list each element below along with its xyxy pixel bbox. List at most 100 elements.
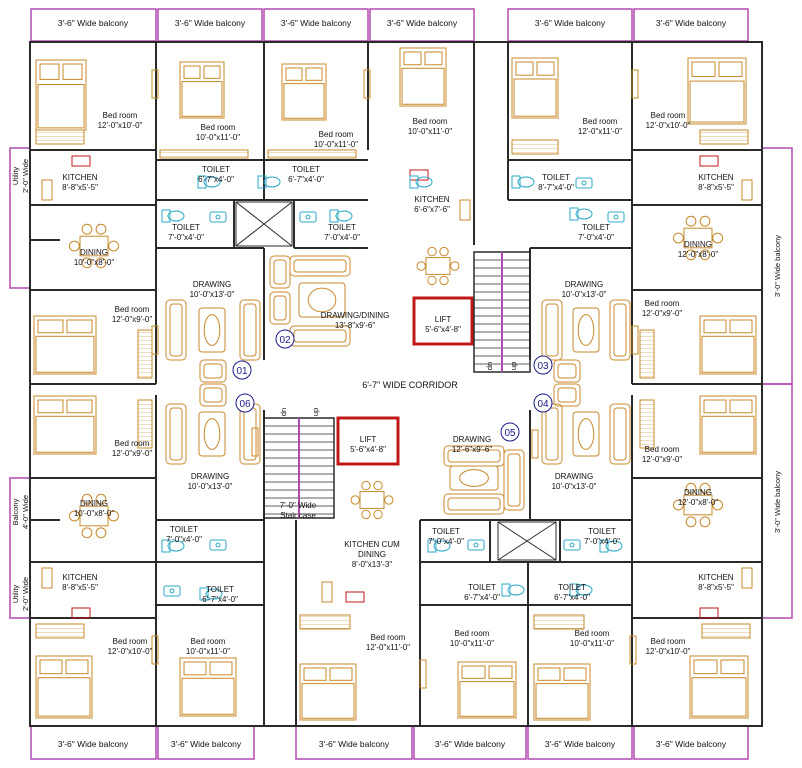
label-line: 8'-0"x13'-3" xyxy=(352,560,392,569)
stove xyxy=(409,169,429,181)
sofa-seat xyxy=(203,387,223,403)
drain xyxy=(581,180,587,186)
label-line: DRAWING/DINING xyxy=(321,311,390,320)
bed-frame xyxy=(179,657,237,717)
toilet-fixture-icon xyxy=(161,539,185,553)
balcony-label: 3'-0" Wide balcony xyxy=(773,235,782,297)
wardrobe xyxy=(699,129,749,145)
label-line: TOILET xyxy=(206,585,234,594)
blanket xyxy=(689,80,745,123)
basin xyxy=(209,211,227,223)
cistern xyxy=(257,175,267,189)
wardrobe-icon xyxy=(533,614,585,630)
table xyxy=(572,307,600,353)
bed-frame xyxy=(299,663,357,721)
bed-frame xyxy=(33,395,97,455)
wardrobe-icon xyxy=(137,399,153,449)
pillow xyxy=(183,661,207,676)
flat-number-04: 04 xyxy=(533,393,553,413)
label-line: Bed room xyxy=(651,111,686,120)
label-line: 12'-0"x8'-0" xyxy=(678,498,718,507)
label-line: KITCHEN CUM xyxy=(344,540,400,549)
bowl xyxy=(575,584,593,596)
basin-icon xyxy=(209,539,227,551)
cistern xyxy=(161,539,171,553)
sofa-body xyxy=(443,493,505,515)
door-panel xyxy=(629,635,637,665)
bowl xyxy=(415,176,433,188)
label-line: KITCHEN xyxy=(62,173,97,182)
toilet-fixture-icon xyxy=(257,175,281,189)
door-panel xyxy=(151,635,159,665)
furniture xyxy=(33,47,757,721)
table-top xyxy=(79,235,109,257)
bed-frame xyxy=(33,315,97,375)
label-line: Bed room xyxy=(371,633,406,642)
pillow xyxy=(285,67,303,81)
label-line: 12'-0"x10'-0" xyxy=(646,121,691,130)
toilet-fixture-icon xyxy=(329,209,353,223)
sofa-seat xyxy=(243,303,257,357)
balcony-label: 3'-6" Wide balcony xyxy=(171,739,242,749)
label-line: 8'-8"x5'-5" xyxy=(698,583,734,592)
pillow xyxy=(729,399,753,414)
bed-icon xyxy=(299,663,357,721)
label-line: 12'-0"x8'-0" xyxy=(678,250,718,259)
wardrobe xyxy=(35,129,85,145)
blanket xyxy=(459,681,515,717)
label-line: 2'-0" Wide xyxy=(21,577,30,611)
cistern xyxy=(599,539,609,553)
dining-table-icon xyxy=(350,480,394,520)
sofa-seat xyxy=(293,329,347,343)
stove xyxy=(699,607,719,619)
basin-icon xyxy=(607,211,625,223)
cistern xyxy=(569,583,579,597)
staircases xyxy=(263,251,531,519)
label-line: 13'-8"x9'-6" xyxy=(335,321,375,330)
chair xyxy=(699,215,711,227)
label-line: DINING xyxy=(358,550,386,559)
label-line: 10'-0"x13'-0" xyxy=(552,482,597,491)
table-inner xyxy=(203,418,221,450)
pillow xyxy=(62,63,83,80)
flat-number-01: 01 xyxy=(232,360,252,380)
bed-icon xyxy=(533,663,591,721)
chair xyxy=(427,275,437,286)
wardrobe-icon xyxy=(35,129,85,145)
label-line: KITCHEN xyxy=(62,573,97,582)
label-line: DINING xyxy=(80,248,108,257)
sofa-seat xyxy=(203,363,223,379)
svg-text:05: 05 xyxy=(504,428,516,439)
sofa-icon xyxy=(609,299,631,361)
label-line: 12'-0"x9'-0" xyxy=(642,309,682,318)
toilet-fixture-icon xyxy=(409,175,433,189)
sofa-seat xyxy=(613,407,627,461)
chair xyxy=(95,223,107,235)
label-line: 12'-0"x10'-0" xyxy=(98,121,143,130)
blanket xyxy=(701,335,755,373)
bed-icon xyxy=(399,47,447,107)
label-line: DINING xyxy=(684,240,712,249)
blanket xyxy=(691,677,747,717)
stove-icon xyxy=(409,169,429,181)
stair-up-mark: up xyxy=(311,408,320,416)
bed-icon xyxy=(699,395,757,455)
pillow xyxy=(37,319,64,334)
label-line: 10'-0"x11'-0" xyxy=(314,140,358,149)
stove xyxy=(345,591,365,603)
sofa-icon xyxy=(165,403,187,465)
sofa-body xyxy=(553,383,581,407)
blanket xyxy=(37,677,91,717)
bed-icon xyxy=(35,655,93,719)
balcony-label: 3'-6" Wide balcony xyxy=(58,739,129,749)
